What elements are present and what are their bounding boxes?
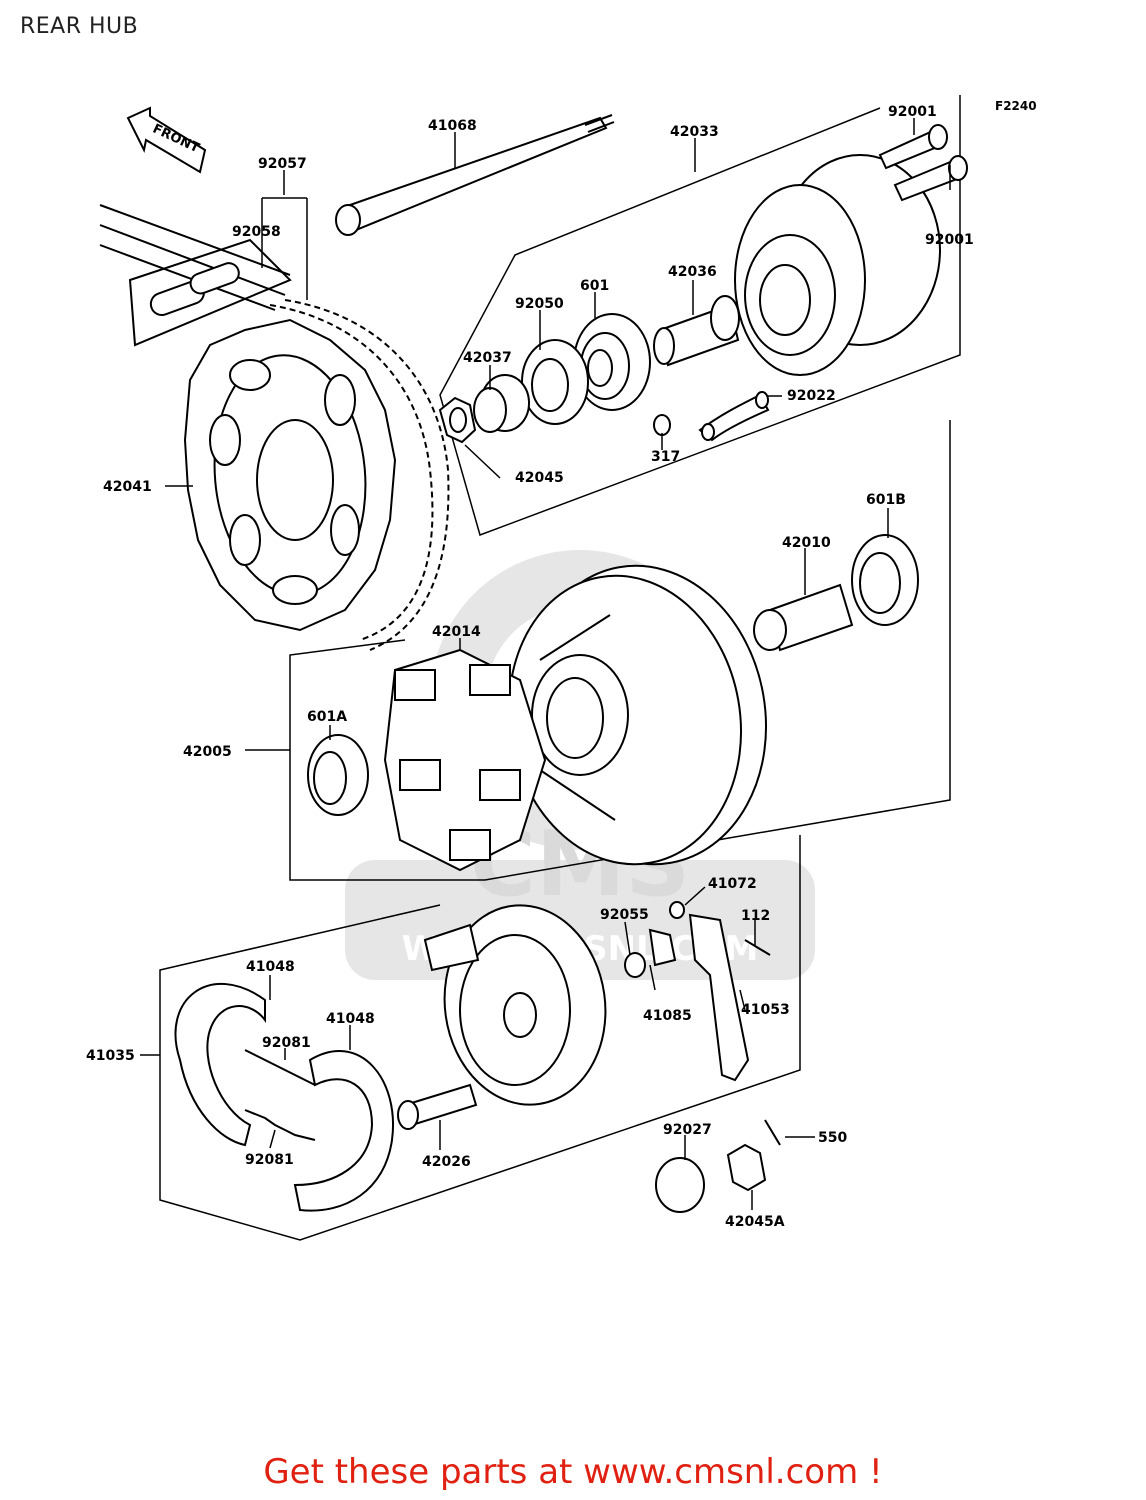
wheel-hub-42005 <box>490 564 768 866</box>
callout-labels: 41068 42033 92001 92001 92057 92058 4203… <box>86 104 974 1230</box>
axle-41068 <box>335 114 615 236</box>
washer-317 <box>653 414 671 436</box>
group-outlines <box>159 95 961 1241</box>
callout-92001-top: 92001 <box>888 104 937 120</box>
callout-41048-right: 41048 <box>326 1011 375 1027</box>
figure-code: F2240 <box>995 99 1037 113</box>
callout-601b: 601B <box>866 492 906 508</box>
callout-92001-right: 92001 <box>925 232 974 248</box>
oil-seal-92050 <box>521 339 589 425</box>
washer-41072 <box>669 901 685 919</box>
drive-chain <box>99 204 450 651</box>
brake-lever-41053 <box>688 913 750 1082</box>
callout-92057: 92057 <box>258 156 307 172</box>
bearing-601b <box>851 534 919 626</box>
callout-42045: 42045 <box>515 470 564 486</box>
cotter-pin-550 <box>764 1119 781 1146</box>
chain-master-link <box>128 238 292 347</box>
nut-42045a <box>726 1143 767 1192</box>
sprocket-42041 <box>183 318 397 632</box>
callout-42045a: 42045A <box>725 1214 785 1230</box>
callout-42037: 42037 <box>463 350 512 366</box>
callout-42005: 42005 <box>183 744 232 760</box>
spacer-42010 <box>753 583 854 652</box>
callout-92081-bottom: 92081 <box>245 1152 294 1168</box>
plate-92022 <box>698 391 770 442</box>
callout-92022: 92022 <box>787 388 836 404</box>
bolt-112 <box>744 939 771 956</box>
callout-550: 550 <box>818 1130 847 1146</box>
callout-92081-top: 92081 <box>262 1035 311 1051</box>
callout-42041: 42041 <box>103 479 152 495</box>
collar-42036 <box>653 295 740 367</box>
bearing-601 <box>573 313 651 411</box>
callout-41068: 41068 <box>428 118 477 134</box>
callout-601: 601 <box>580 278 609 294</box>
callout-42014: 42014 <box>432 624 481 640</box>
collar-42037 <box>473 374 530 433</box>
callout-112: 112 <box>741 908 770 924</box>
bearing-601a <box>307 734 369 816</box>
callout-41072: 41072 <box>708 876 757 892</box>
brake-panel <box>423 904 607 1106</box>
footer-banner[interactable]: Get these parts at www.cmsnl.com ! <box>263 1452 883 1492</box>
callout-42033: 42033 <box>670 124 719 140</box>
brake-shoe-41048-left <box>174 982 266 1147</box>
bolts-92001 <box>878 124 968 202</box>
callout-41048-left: 41048 <box>246 959 295 975</box>
callout-41085: 41085 <box>643 1008 692 1024</box>
brake-shoe-41048-right <box>293 1050 394 1212</box>
sprocket-carrier-42033 <box>734 154 941 376</box>
nut-42045 <box>438 396 477 444</box>
front-arrow-label: FRONT <box>150 122 201 157</box>
callout-41035: 41035 <box>86 1048 135 1064</box>
callout-92027: 92027 <box>663 1122 712 1138</box>
callout-42010: 42010 <box>782 535 831 551</box>
callout-317: 317 <box>651 449 680 465</box>
springs-92081 <box>244 1049 316 1141</box>
callout-92058: 92058 <box>232 224 281 240</box>
leader-lines <box>140 118 951 1210</box>
callout-601a: 601A <box>307 709 347 725</box>
front-arrow: FRONT <box>126 106 207 174</box>
indicator-92055 <box>624 952 646 978</box>
callout-42036: 42036 <box>668 264 717 280</box>
callout-42026: 42026 <box>422 1154 471 1170</box>
callout-92050: 92050 <box>515 296 564 312</box>
page-title: REAR HUB <box>20 14 139 39</box>
callout-92055: 92055 <box>600 907 649 923</box>
collar-92027 <box>655 1157 705 1213</box>
rubber-damper-42014 <box>383 648 547 872</box>
callout-41053: 41053 <box>741 1002 790 1018</box>
seal-41085 <box>648 928 677 967</box>
brake-cam-42026 <box>397 1083 478 1130</box>
